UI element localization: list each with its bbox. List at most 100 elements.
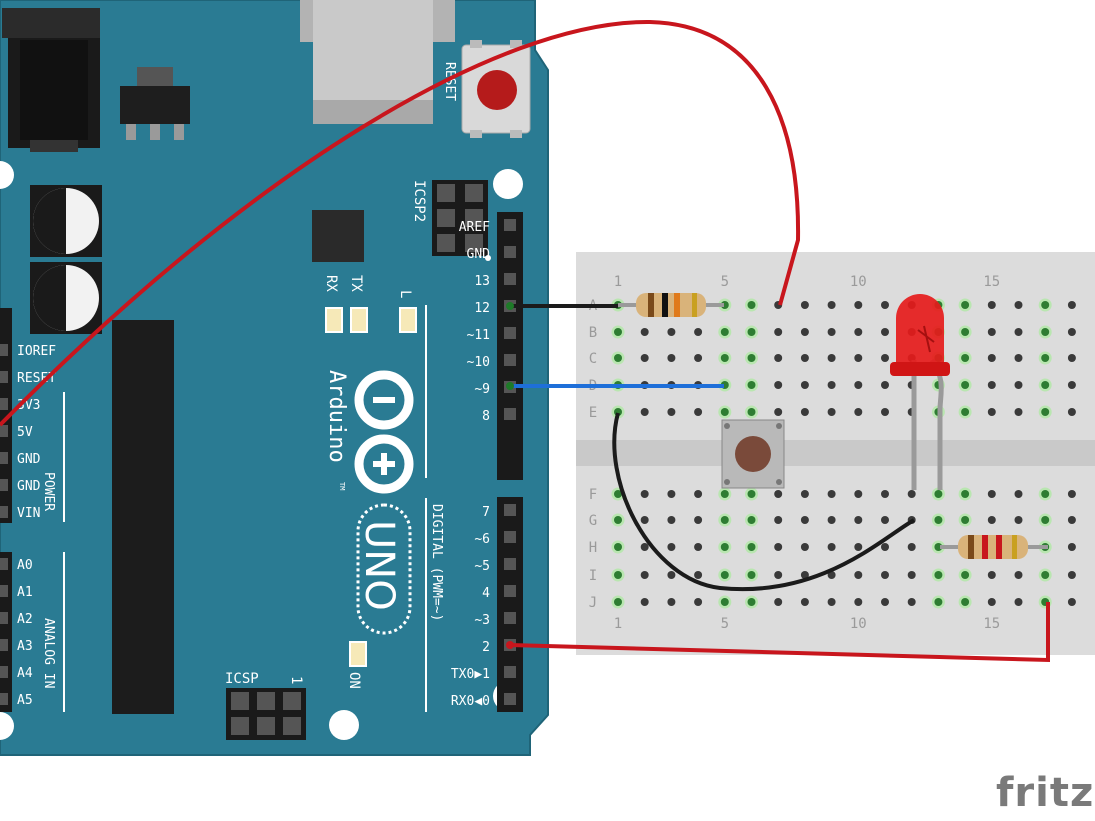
breadboard-hole xyxy=(1041,301,1050,309)
breadboard-hole xyxy=(1014,301,1023,309)
breadboard-hole xyxy=(934,598,943,606)
breadboard-hole xyxy=(640,490,649,498)
breadboard-hole xyxy=(694,543,703,551)
digital-pin-label: ~11 xyxy=(467,328,490,343)
breadboard-hole xyxy=(774,381,783,389)
breadboard-hole xyxy=(1067,381,1076,389)
breadboard-hole xyxy=(640,408,649,416)
column-label: 1 xyxy=(614,616,622,632)
breadboard-hole xyxy=(987,490,996,498)
row-label: J xyxy=(589,595,597,611)
power-pin-label: GND xyxy=(17,452,41,467)
header-pin xyxy=(0,585,8,597)
digital-pin-label: ~5 xyxy=(474,559,490,574)
icsp2-label: ICSP2 xyxy=(411,180,427,222)
breadboard-hole xyxy=(614,598,622,606)
breadboard-hole xyxy=(934,516,943,524)
breadboard-hole xyxy=(667,598,676,606)
breadboard-hole xyxy=(827,381,836,389)
breadboard-hole xyxy=(1067,354,1076,362)
header-pin xyxy=(504,612,516,624)
breadboard-hole xyxy=(720,598,729,606)
breadboard-hole xyxy=(961,408,970,416)
header-pin xyxy=(504,408,516,420)
pushbutton xyxy=(721,419,785,489)
row-label: C xyxy=(589,351,597,367)
breadboard-hole xyxy=(774,328,783,336)
breadboard-hole xyxy=(961,598,970,606)
row-label: F xyxy=(589,487,597,503)
l-label: L xyxy=(397,290,413,298)
analog-pin-label: A1 xyxy=(17,585,33,600)
row-label: G xyxy=(589,513,597,529)
row-label: E xyxy=(589,405,597,421)
breadboard-hole xyxy=(720,408,729,416)
breadboard-hole xyxy=(667,571,676,579)
breadboard-hole xyxy=(747,408,756,416)
digital-pin-label: 12 xyxy=(474,301,490,316)
breadboard-hole xyxy=(881,381,889,389)
header-pin xyxy=(504,666,516,678)
breadboard-hole xyxy=(720,516,729,524)
digital-pin-label: 4 xyxy=(482,586,490,601)
breadboard-hole xyxy=(907,598,916,606)
row-label: H xyxy=(589,540,597,556)
mount-hole xyxy=(493,169,523,199)
led xyxy=(890,294,950,490)
breadboard-hole xyxy=(961,571,970,579)
l-led xyxy=(399,307,417,333)
fritzing-logo: fritz xyxy=(996,770,1094,816)
breadboard-hole xyxy=(774,516,783,524)
digital-pin-label: ~10 xyxy=(467,355,490,370)
analog-pin-label: A4 xyxy=(17,666,33,681)
breadboard-hole xyxy=(1041,328,1050,336)
breadboard-hole xyxy=(827,301,836,309)
breadboard-hole xyxy=(614,328,622,336)
mount-hole xyxy=(0,161,14,189)
breadboard-hole xyxy=(961,301,970,309)
breadboard-hole xyxy=(800,408,809,416)
breadboard-hole xyxy=(720,490,729,498)
column-label: 5 xyxy=(721,274,729,290)
digital-pin-label: ~3 xyxy=(474,613,490,628)
breadboard-hole xyxy=(694,571,703,579)
tx-led xyxy=(350,307,368,333)
breadboard-hole xyxy=(747,328,756,336)
breadboard-hole xyxy=(987,301,996,309)
analog-label: ANALOG IN xyxy=(41,618,56,688)
breadboard-hole xyxy=(720,571,729,579)
breadboard-hole xyxy=(640,598,649,606)
breadboard-hole xyxy=(747,598,756,606)
analog-pin-label: A5 xyxy=(17,693,33,708)
wire-red-pin2 xyxy=(509,602,1050,663)
breadboard-hole xyxy=(827,490,836,498)
tx-label: TX xyxy=(348,275,364,292)
column-label: 1 xyxy=(614,274,622,290)
breadboard-hole xyxy=(1014,381,1023,389)
breadboard-hole xyxy=(1067,543,1076,551)
breadboard-hole xyxy=(1014,490,1023,498)
breadboard-hole xyxy=(720,328,729,336)
header-pin xyxy=(0,693,8,705)
analog-pin-label: A3 xyxy=(17,639,33,654)
breadboard-hole xyxy=(1067,408,1076,416)
breadboard-hole xyxy=(987,354,996,362)
breadboard-hole xyxy=(800,598,809,606)
brand-label: Arduino xyxy=(324,370,349,463)
voltage-regulator xyxy=(120,67,190,140)
breadboard-hole xyxy=(774,598,783,606)
breadboard-hole xyxy=(800,301,809,309)
analog-header xyxy=(0,552,12,712)
power-pin-label: RESET xyxy=(17,371,56,386)
atmega-chip xyxy=(112,320,174,714)
breadboard-hole xyxy=(614,543,622,551)
analog-pin-label: A0 xyxy=(17,558,33,573)
column-label: 15 xyxy=(983,274,1000,290)
breadboard-hole xyxy=(640,516,649,524)
breadboard-hole xyxy=(667,328,676,336)
header-pin xyxy=(0,452,8,464)
digital-pin-label: 8 xyxy=(482,409,490,424)
power-header xyxy=(0,308,12,523)
